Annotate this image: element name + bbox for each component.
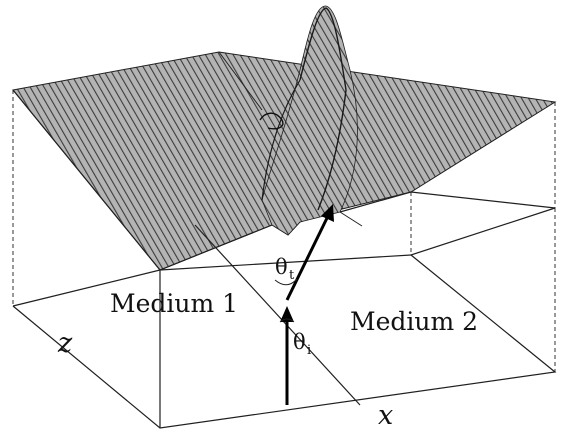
theta-i-subscript: i	[307, 343, 311, 358]
theta-i-arc	[279, 318, 295, 323]
medium-2-label: Medium 2	[350, 307, 478, 336]
theta-t-symbol: θ	[275, 255, 288, 279]
wave-surface	[12, 5, 557, 271]
axis-z-label: z	[57, 328, 73, 359]
ray-arrows	[280, 204, 334, 405]
theta-t-arc	[274, 278, 298, 286]
incident-arrowhead	[280, 306, 294, 322]
theta-t-subscript: t	[289, 268, 295, 283]
angle-arcs	[274, 278, 298, 323]
medium-1-label: Medium 1	[110, 289, 238, 318]
bottom-plane	[12, 207, 557, 429]
surface-peak	[261, 5, 358, 236]
interface-line-bottom	[194, 224, 361, 406]
transmitted-ray	[285, 215, 330, 301]
theta-t-label: θ t	[275, 255, 295, 283]
axis-x-label: x	[378, 400, 393, 429]
theta-i-symbol: θ	[293, 330, 306, 354]
theta-i-label: θ i	[293, 330, 311, 358]
transmitted-arrowhead	[321, 204, 334, 222]
bottom-plane-outline	[12, 254, 557, 429]
